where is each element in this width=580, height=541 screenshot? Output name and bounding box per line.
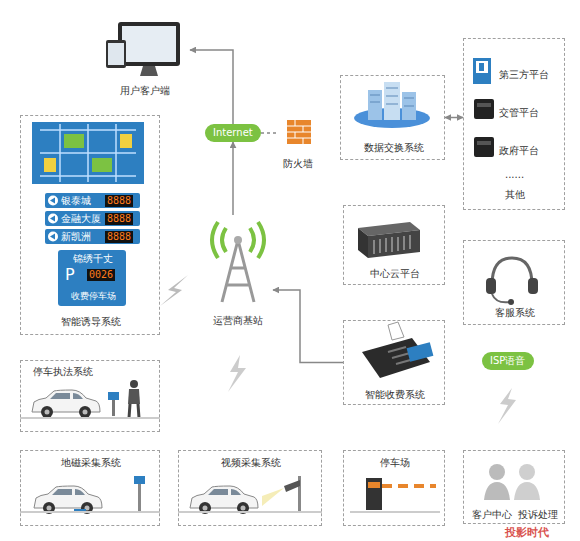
connector	[190, 50, 233, 124]
platform-item: 交管平台	[469, 99, 563, 129]
node-label: 锦绣千丈	[73, 253, 113, 265]
system-box: 停车场	[343, 450, 445, 526]
node-label: 交管平台	[499, 107, 539, 119]
node-label: 防火墙	[283, 158, 313, 170]
connector	[273, 290, 343, 363]
node-label: 投诉处理	[518, 509, 558, 521]
node-label: 用户客户端	[120, 85, 170, 97]
system-box: 视频采集系统	[178, 450, 322, 526]
watermark: 投影时代	[505, 526, 549, 539]
node-label: 第三方平台	[499, 69, 549, 81]
node-label: 金融大厦	[61, 213, 101, 225]
system-box: 智能收费系统	[343, 320, 445, 405]
internet-cloud: Internet	[205, 124, 261, 142]
client-icon: 用户客户端	[100, 15, 190, 103]
platform-item: 政府平台	[469, 137, 563, 167]
node-label: 数据交换系统	[364, 142, 424, 154]
system-box: 数据交换系统	[340, 75, 445, 160]
node-label: 银泰城	[61, 195, 91, 207]
node-label: 中心云平台	[370, 268, 420, 280]
system-box: 智能诱导系统银泰城 8888 金融大厦 8888 新凯洲 8888 锦绣千丈P 0026 收费停…	[20, 115, 160, 335]
node-label: 其他	[505, 189, 525, 201]
node-label: 智能收费系统	[365, 389, 425, 401]
node-label: 收费停车场	[71, 291, 116, 302]
firewall-icon: 防火墙	[278, 118, 318, 173]
node-label: 8888	[105, 195, 133, 207]
node-label: 运营商基站	[213, 315, 263, 327]
system-box: 地磁采集系统	[20, 450, 160, 526]
parking-sign: 锦绣千丈P 0026 收费停车场	[59, 251, 127, 307]
system-box: 客服系统	[463, 240, 565, 325]
node-label: ISP语音	[490, 355, 525, 367]
guide-sign: 新凯洲 8888	[46, 230, 141, 245]
node-label: 客户中心	[472, 509, 512, 521]
system-box: 停车执法系统	[20, 360, 160, 432]
node-label: P	[65, 265, 75, 284]
isp-cloud: ISP语音	[482, 352, 534, 370]
system-box: 客户中心投诉处理	[463, 450, 565, 524]
node-label: 客服系统	[495, 307, 535, 319]
node-label: 新凯洲	[61, 231, 91, 243]
connector	[261, 132, 278, 134]
node-label: 地磁采集系统	[61, 457, 121, 469]
node-label: 停车场	[380, 457, 410, 469]
node-label: 8888	[105, 231, 133, 243]
system-box: 中心云平台	[343, 205, 445, 285]
node-label: ......	[505, 169, 524, 181]
node-label: 停车执法系统	[33, 366, 93, 378]
node-label: 视频采集系统	[221, 457, 281, 469]
platform-group: ...... 其他 第三方平台交管平台政府平台	[463, 38, 565, 210]
node-label: 8888	[105, 213, 133, 225]
node-label: 智能诱导系统	[61, 316, 121, 328]
connector	[445, 117, 463, 119]
base-station: 运营商基站	[203, 215, 273, 330]
platform-item: 第三方平台	[469, 61, 563, 91]
node-label: Internet	[213, 127, 253, 139]
node-label: 政府平台	[499, 145, 539, 157]
guide-sign: 银泰城 8888	[46, 194, 141, 209]
guide-sign: 金融大厦 8888	[46, 212, 141, 227]
node-label: 0026	[87, 269, 115, 281]
connector	[232, 142, 234, 215]
